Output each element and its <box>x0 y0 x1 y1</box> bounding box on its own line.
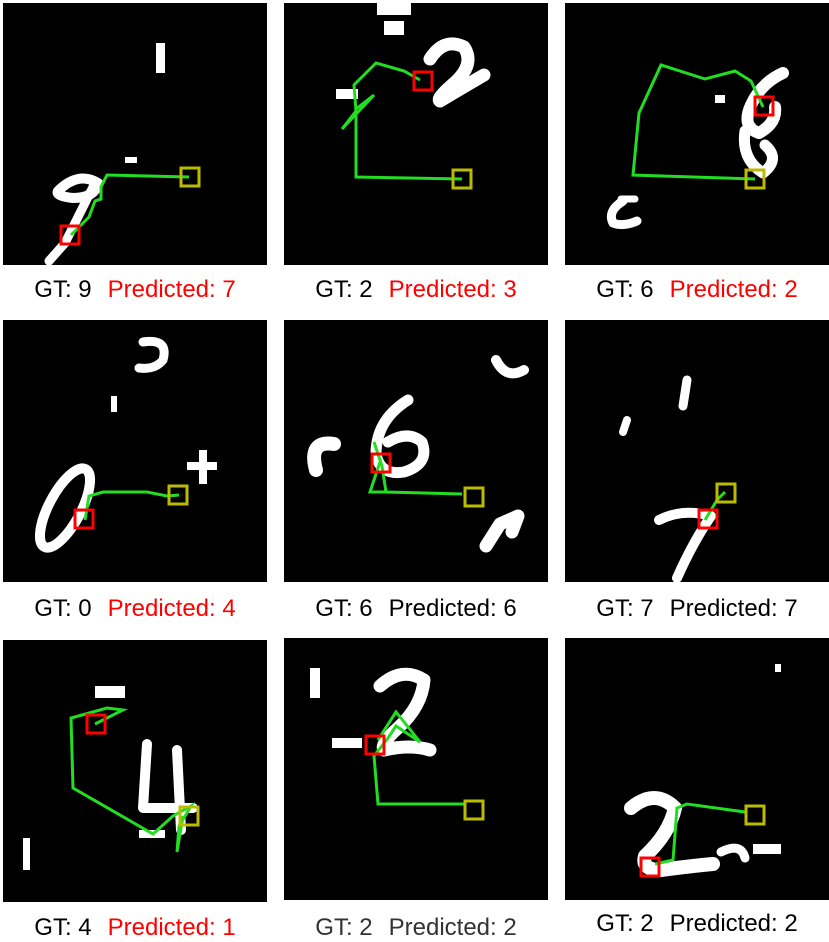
predicted-label: Predicted: 3 <box>388 276 517 303</box>
caption-2: GT: 2 Predicted: 3 <box>284 276 548 304</box>
predicted-label: Predicted: 2 <box>669 910 798 937</box>
caption-4: GT: 0 Predicted: 4 <box>3 595 267 623</box>
digit-image-3 <box>565 3 829 265</box>
glimpse-overlay-7 <box>23 686 200 870</box>
glimpse-overlay-5 <box>307 355 529 553</box>
glimpse-overlay-4 <box>34 336 217 553</box>
glimpse-overlay-6 <box>619 375 737 582</box>
predicted-label: Predicted: 6 <box>388 595 517 622</box>
caption-8: GT: 2 Predicted: 2 <box>284 914 548 942</box>
gt-label: GT: 2 <box>596 910 654 937</box>
predicted-label: Predicted: 2 <box>388 914 517 941</box>
caption-5: GT: 6 Predicted: 6 <box>284 595 548 623</box>
digit-image-4 <box>3 320 267 582</box>
glimpse-overlay-9 <box>624 664 781 878</box>
digit-image-5 <box>284 320 548 582</box>
glimpse-overlay-3 <box>606 63 789 230</box>
digit-image-9 <box>565 638 829 900</box>
predicted-label: Predicted: 2 <box>669 276 798 303</box>
caption-1: GT: 9 Predicted: 7 <box>3 276 267 304</box>
glimpse-overlay-8 <box>310 667 485 821</box>
gt-label: GT: 4 <box>34 914 92 941</box>
predicted-label: Predicted: 7 <box>669 595 798 622</box>
gt-label: GT: 2 <box>315 276 373 303</box>
caption-6: GT: 7 Predicted: 7 <box>565 595 829 623</box>
digit-image-2 <box>284 3 548 265</box>
caption-9: GT: 2 Predicted: 2 <box>565 910 829 938</box>
gt-label: GT: 9 <box>34 276 92 303</box>
caption-7: GT: 4 Predicted: 1 <box>3 914 267 942</box>
gt-label: GT: 0 <box>34 595 92 622</box>
glimpse-overlay-2 <box>336 3 491 190</box>
digit-image-8 <box>284 638 548 900</box>
gt-label: GT: 7 <box>596 595 654 622</box>
gt-label: GT: 6 <box>315 595 373 622</box>
predicted-label: Predicted: 7 <box>107 276 236 303</box>
digit-image-6 <box>565 320 829 582</box>
glimpse-overlay-1 <box>44 43 201 265</box>
predicted-label: Predicted: 4 <box>107 595 236 622</box>
digit-image-1 <box>3 3 267 265</box>
caption-3: GT: 6 Predicted: 2 <box>565 276 829 304</box>
digit-image-7 <box>3 640 267 902</box>
predicted-label: Predicted: 1 <box>107 914 236 941</box>
gt-label: GT: 2 <box>315 914 373 941</box>
gt-label: GT: 6 <box>596 276 654 303</box>
